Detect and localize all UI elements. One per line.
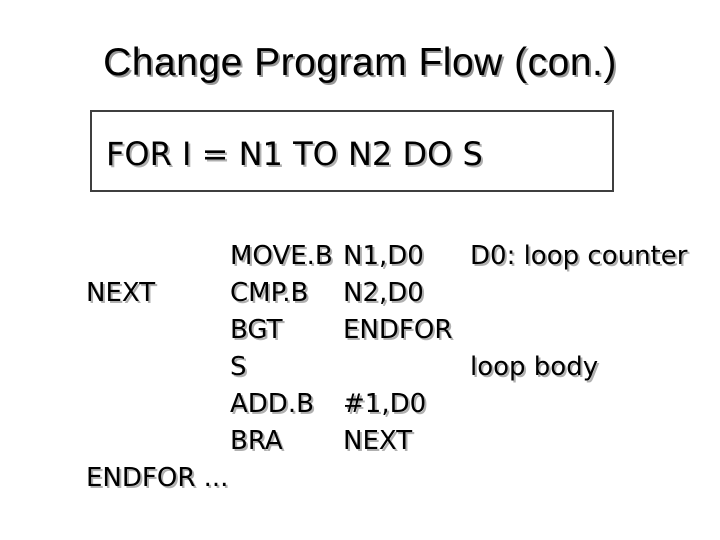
code-row: MOVE.B N1,D0 D0: loop counter — [86, 238, 687, 275]
code-label: ENDFOR ... — [86, 463, 229, 493]
code-label: NEXT — [86, 278, 156, 308]
code-operand: N2,D0 — [343, 278, 424, 308]
code-mnemonic: S — [230, 352, 247, 382]
code-mnemonic: ADD.B — [230, 389, 314, 419]
code-comment: loop body — [470, 352, 599, 382]
code-operand: N1,D0 — [343, 241, 424, 271]
code-mnemonic: BGT — [230, 315, 283, 345]
code-label — [86, 349, 230, 386]
code-operand — [343, 460, 470, 497]
pseudocode-box: FOR I = N1 TO N2 DO S — [90, 110, 614, 192]
code-operand: #1,D0 — [343, 389, 427, 419]
code-label — [86, 386, 230, 423]
code-mnemonic: BRA — [230, 426, 283, 456]
code-row: NEXT CMP.B N2,D0 — [86, 275, 687, 312]
code-label — [86, 312, 230, 349]
code-mnemonic: MOVE.B — [230, 241, 333, 271]
code-row: ENDFOR ... — [86, 460, 687, 497]
code-mnemonic — [230, 460, 343, 497]
code-mnemonic: CMP.B — [230, 278, 309, 308]
slide-title: Change Program Flow (con.) — [103, 41, 617, 84]
code-row: BRA NEXT — [86, 423, 687, 460]
code-row: ADD.B #1,D0 — [86, 386, 687, 423]
code-label — [86, 423, 230, 460]
code-operand — [343, 349, 470, 386]
pseudocode-text: FOR I = N1 TO N2 DO S — [106, 135, 483, 173]
code-operand: NEXT — [343, 426, 413, 456]
code-row: BGT ENDFOR — [86, 312, 687, 349]
code-operand: ENDFOR — [343, 315, 453, 345]
code-label — [86, 238, 230, 275]
code-comment: D0: loop counter — [470, 241, 688, 271]
